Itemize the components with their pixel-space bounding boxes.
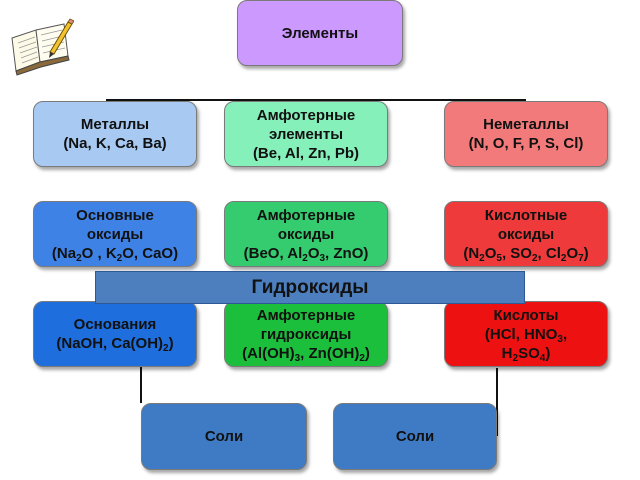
- bases-box: Основания (NaOH, Ca(OH)2): [33, 301, 197, 367]
- basic-oxides-title-2: оксиды: [86, 225, 144, 243]
- acid-oxides-title-1: Кислотные: [484, 206, 568, 224]
- acid-oxides-formula: (N2O5, SO2, Cl2O7): [463, 244, 589, 264]
- acids-formula-1: (HCl, HNO3,: [484, 325, 568, 345]
- amphoteric-oxides-title-1: Амфотерные: [256, 206, 356, 224]
- acids-formula-2: H2SO4): [501, 344, 551, 364]
- amphoteric-oxides-formula: (BeO, Al2O3, ZnO): [243, 244, 369, 264]
- amphoteric-oxides-title-2: оксиды: [277, 225, 335, 243]
- amphoteric-oxides-box: Амфотерные оксиды (BeO, Al2O3, ZnO): [224, 201, 388, 267]
- connector-left-bottom: [140, 365, 142, 403]
- amphoteric-hydroxides-box: Амфотерные гидроксиды (Al(OH)3, Zn(OH)2): [224, 301, 388, 367]
- hydroxides-band: Гидроксиды: [95, 271, 525, 304]
- amphoteric-elements-title-1: Амфотерные: [256, 106, 356, 124]
- metals-box: Металлы (Na, K, Ca, Ba): [33, 101, 197, 167]
- acid-oxides-title-2: оксиды: [497, 225, 555, 243]
- amphoteric-hydroxides-title-2: гидроксиды: [260, 325, 352, 343]
- amphoteric-elements-examples: (Be, Al, Zn, Pb): [252, 144, 360, 162]
- acids-box: Кислоты (HCl, HNO3, H2SO4): [444, 301, 608, 367]
- amphoteric-elements-title-2: элементы: [268, 125, 344, 143]
- connector-top-horizontal: [106, 99, 526, 101]
- acid-oxides-box: Кислотные оксиды (N2O5, SO2, Cl2O7): [444, 201, 608, 267]
- metals-examples: (Na, K, Ca, Ba): [63, 135, 167, 152]
- connector-right-bottom: [496, 368, 498, 436]
- open-book-with-pencil-icon: [6, 16, 75, 83]
- acids-title: Кислоты: [493, 306, 559, 324]
- bases-title: Основания: [73, 316, 157, 333]
- amphoteric-elements-box: Амфотерные элементы (Be, Al, Zn, Pb): [224, 101, 388, 167]
- elements-label: Элементы: [281, 24, 359, 42]
- salts-label-right: Соли: [395, 428, 435, 445]
- salts-label-left: Соли: [204, 428, 244, 445]
- metals-title: Металлы: [80, 116, 150, 133]
- amphoteric-hydroxides-formula: (Al(OH)3, Zn(OH)2): [242, 344, 370, 364]
- bases-formula: (NaOH, Ca(OH)2): [56, 335, 174, 354]
- nonmetals-title: Неметаллы: [483, 116, 569, 133]
- nonmetals-examples: (N, O, F, P, S, Cl): [468, 135, 584, 152]
- salts-box-left: Соли: [141, 403, 307, 470]
- basic-oxides-title-1: Основные: [76, 206, 154, 224]
- elements-box: Элементы: [237, 0, 403, 66]
- basic-oxides-box: Основные оксиды (Na2O , K2O, CaO): [33, 201, 197, 267]
- salts-box-right: Соли: [333, 403, 497, 470]
- hydroxides-label: Гидроксиды: [251, 276, 369, 298]
- basic-oxides-formula: (Na2O , K2O, CaO): [51, 244, 179, 264]
- nonmetals-box: Неметаллы (N, O, F, P, S, Cl): [444, 101, 608, 167]
- amphoteric-hydroxides-title-1: Амфотерные: [256, 306, 356, 324]
